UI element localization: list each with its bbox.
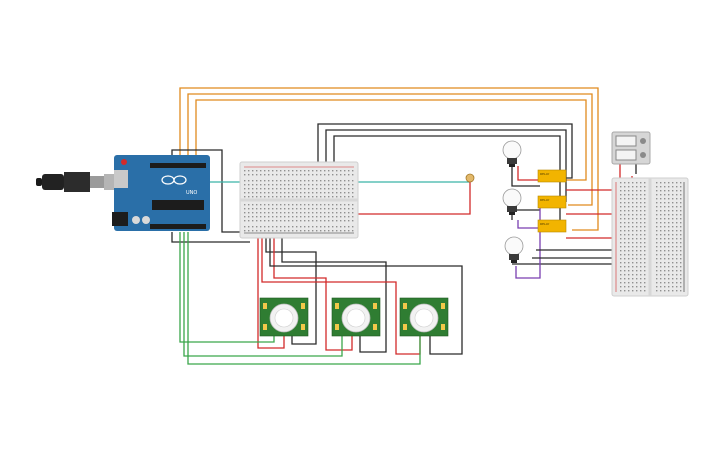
wire-pir1-black	[265, 234, 317, 345]
wire-pir1-red	[257, 234, 285, 349]
wires	[171, 87, 637, 365]
pir-sensor-3	[399, 297, 449, 337]
bulbs	[502, 140, 524, 263]
wire-pir2-red	[273, 234, 353, 351]
arduino-uno-board: UNO	[112, 155, 210, 231]
relay-module-2: RELAY	[537, 195, 567, 209]
arduino-infinity-icon	[161, 175, 187, 185]
bulb-1	[502, 140, 522, 167]
usb-cable	[36, 172, 118, 192]
breadboard-right-holes	[620, 182, 682, 292]
arduino-brand-text: UNO	[186, 190, 197, 196]
breadboard-main-holes	[244, 170, 354, 232]
photoresistor	[465, 173, 475, 183]
relay-label: RELAY	[540, 222, 550, 226]
pir-sensor-2	[331, 297, 381, 337]
relay-label: RELAY	[540, 198, 550, 202]
bulb-2	[502, 188, 522, 215]
wire-bulb3-purple	[515, 232, 541, 279]
pir-sensors	[259, 297, 449, 337]
relay-module-3: RELAY	[537, 219, 567, 233]
wire-black-top-1	[317, 123, 573, 179]
wire-green-3	[187, 232, 421, 365]
bulb-3	[504, 236, 524, 263]
wire-black-arduino-2	[171, 232, 250, 243]
wire-orange-top-2	[187, 93, 593, 206]
wire-bulb2-purple	[517, 206, 541, 229]
power-supply	[611, 131, 651, 165]
wire-orange-top-3	[195, 99, 587, 181]
wire-bulb1-black	[511, 166, 540, 187]
pir-sensor-1	[259, 297, 309, 337]
wire-bulb1-red	[517, 166, 540, 181]
wire-orange-top-1	[179, 87, 599, 231]
breadboard-main	[239, 161, 359, 239]
relay-label: RELAY	[540, 172, 550, 176]
wire-pir3-black	[269, 234, 463, 355]
wire-green-1	[179, 232, 275, 343]
relays: RELAY RELAY RELAY	[537, 169, 567, 233]
wire-green-2	[183, 232, 343, 357]
breadboard-right	[611, 177, 689, 297]
wire-pir2-black	[281, 234, 387, 353]
wire-black-top-2	[325, 129, 567, 202]
relay-module-1: RELAY	[537, 169, 567, 183]
